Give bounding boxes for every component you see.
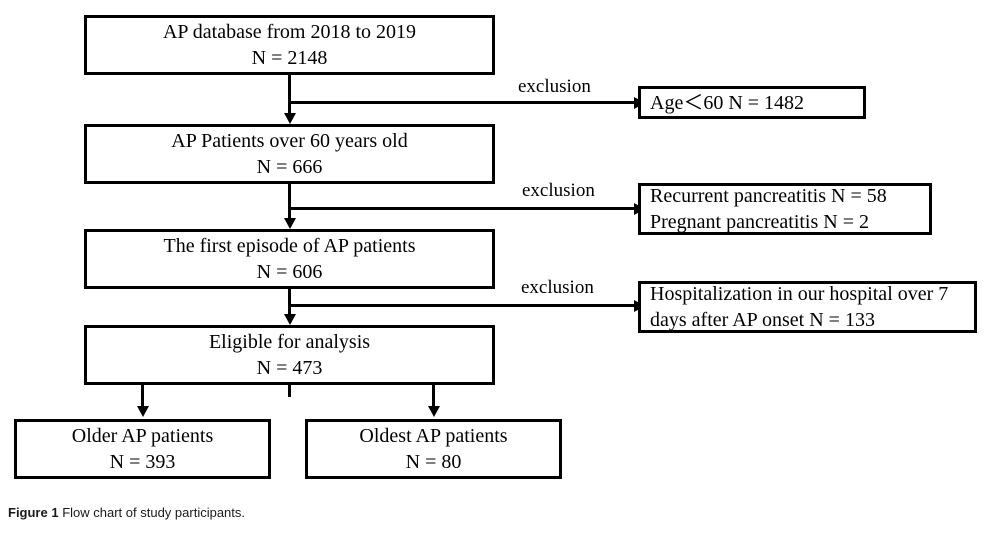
node-exclusion-hospitalization: Hospitalization in our hospital over 7 d…	[638, 281, 977, 333]
branch-to-exclusion-hospitalization	[288, 304, 646, 307]
node-title: Oldest AP patients	[359, 425, 508, 447]
node-first-episode: The first episode of AP patients N = 606	[84, 229, 495, 289]
figure-caption-text: Flow chart of study participants.	[62, 505, 246, 520]
exclusion-label-pancreatitis: exclusion	[522, 180, 595, 201]
node-count: N = 80	[405, 451, 462, 473]
exclusion-label-hospitalization: exclusion	[521, 277, 594, 298]
connector-source-to-over60	[288, 75, 291, 115]
branch-to-exclusion-pancreatitis	[288, 207, 646, 210]
node-title: Older AP patients	[71, 425, 214, 447]
node-count: N = 473	[256, 357, 323, 379]
exclusion-label-age: exclusion	[518, 76, 591, 97]
exclusion-line-1: Recurrent pancreatitis N = 58	[650, 185, 887, 207]
node-ap-database: AP database from 2018 to 2019 N = 2148	[84, 15, 495, 75]
node-count: N = 393	[109, 451, 176, 473]
arrowhead-into-first-episode	[283, 218, 296, 229]
node-exclusion-pancreatitis: Recurrent pancreatitis N = 58 Pregnant p…	[638, 183, 932, 235]
node-title: The first episode of AP patients	[163, 235, 416, 257]
node-older-ap-patients: Older AP patients N = 393	[14, 419, 271, 479]
branch-to-exclusion-age	[288, 101, 646, 104]
arrowhead-into-over60	[283, 113, 296, 124]
node-title: Eligible for analysis	[208, 331, 371, 353]
node-oldest-ap-patients: Oldest AP patients N = 80	[305, 419, 562, 479]
connector-to-oldest	[432, 382, 435, 408]
node-eligible-for-analysis: Eligible for analysis N = 473	[84, 325, 495, 385]
connector-first-to-eligible	[288, 289, 291, 317]
figure-caption: Figure 1 Flow chart of study participant…	[8, 505, 245, 520]
connector-over60-to-first	[288, 184, 291, 221]
arrowhead-into-oldest	[427, 406, 440, 417]
node-count: N = 2148	[251, 47, 328, 69]
node-count: N = 606	[256, 261, 323, 283]
exclusion-line-1: Hospitalization in our hospital over 7	[650, 283, 949, 305]
arrowhead-into-older	[136, 406, 149, 417]
node-count: N = 666	[256, 156, 323, 178]
exclusion-line-2: days after AP onset N = 133	[650, 309, 875, 331]
node-title: AP database from 2018 to 2019	[162, 21, 417, 43]
connector-to-older	[141, 382, 144, 408]
exclusion-line-1: Age＜60 N = 1482	[650, 91, 805, 114]
node-ap-patients-over-60: AP Patients over 60 years old N = 666	[84, 124, 495, 184]
arrowhead-into-eligible	[283, 314, 296, 325]
node-title: AP Patients over 60 years old	[171, 130, 408, 152]
figure-caption-label: Figure 1	[8, 505, 59, 520]
node-exclusion-age: Age＜60 N = 1482	[638, 86, 866, 119]
connector-eligible-stem	[288, 385, 291, 397]
exclusion-line-2: Pregnant pancreatitis N = 2	[650, 211, 869, 233]
